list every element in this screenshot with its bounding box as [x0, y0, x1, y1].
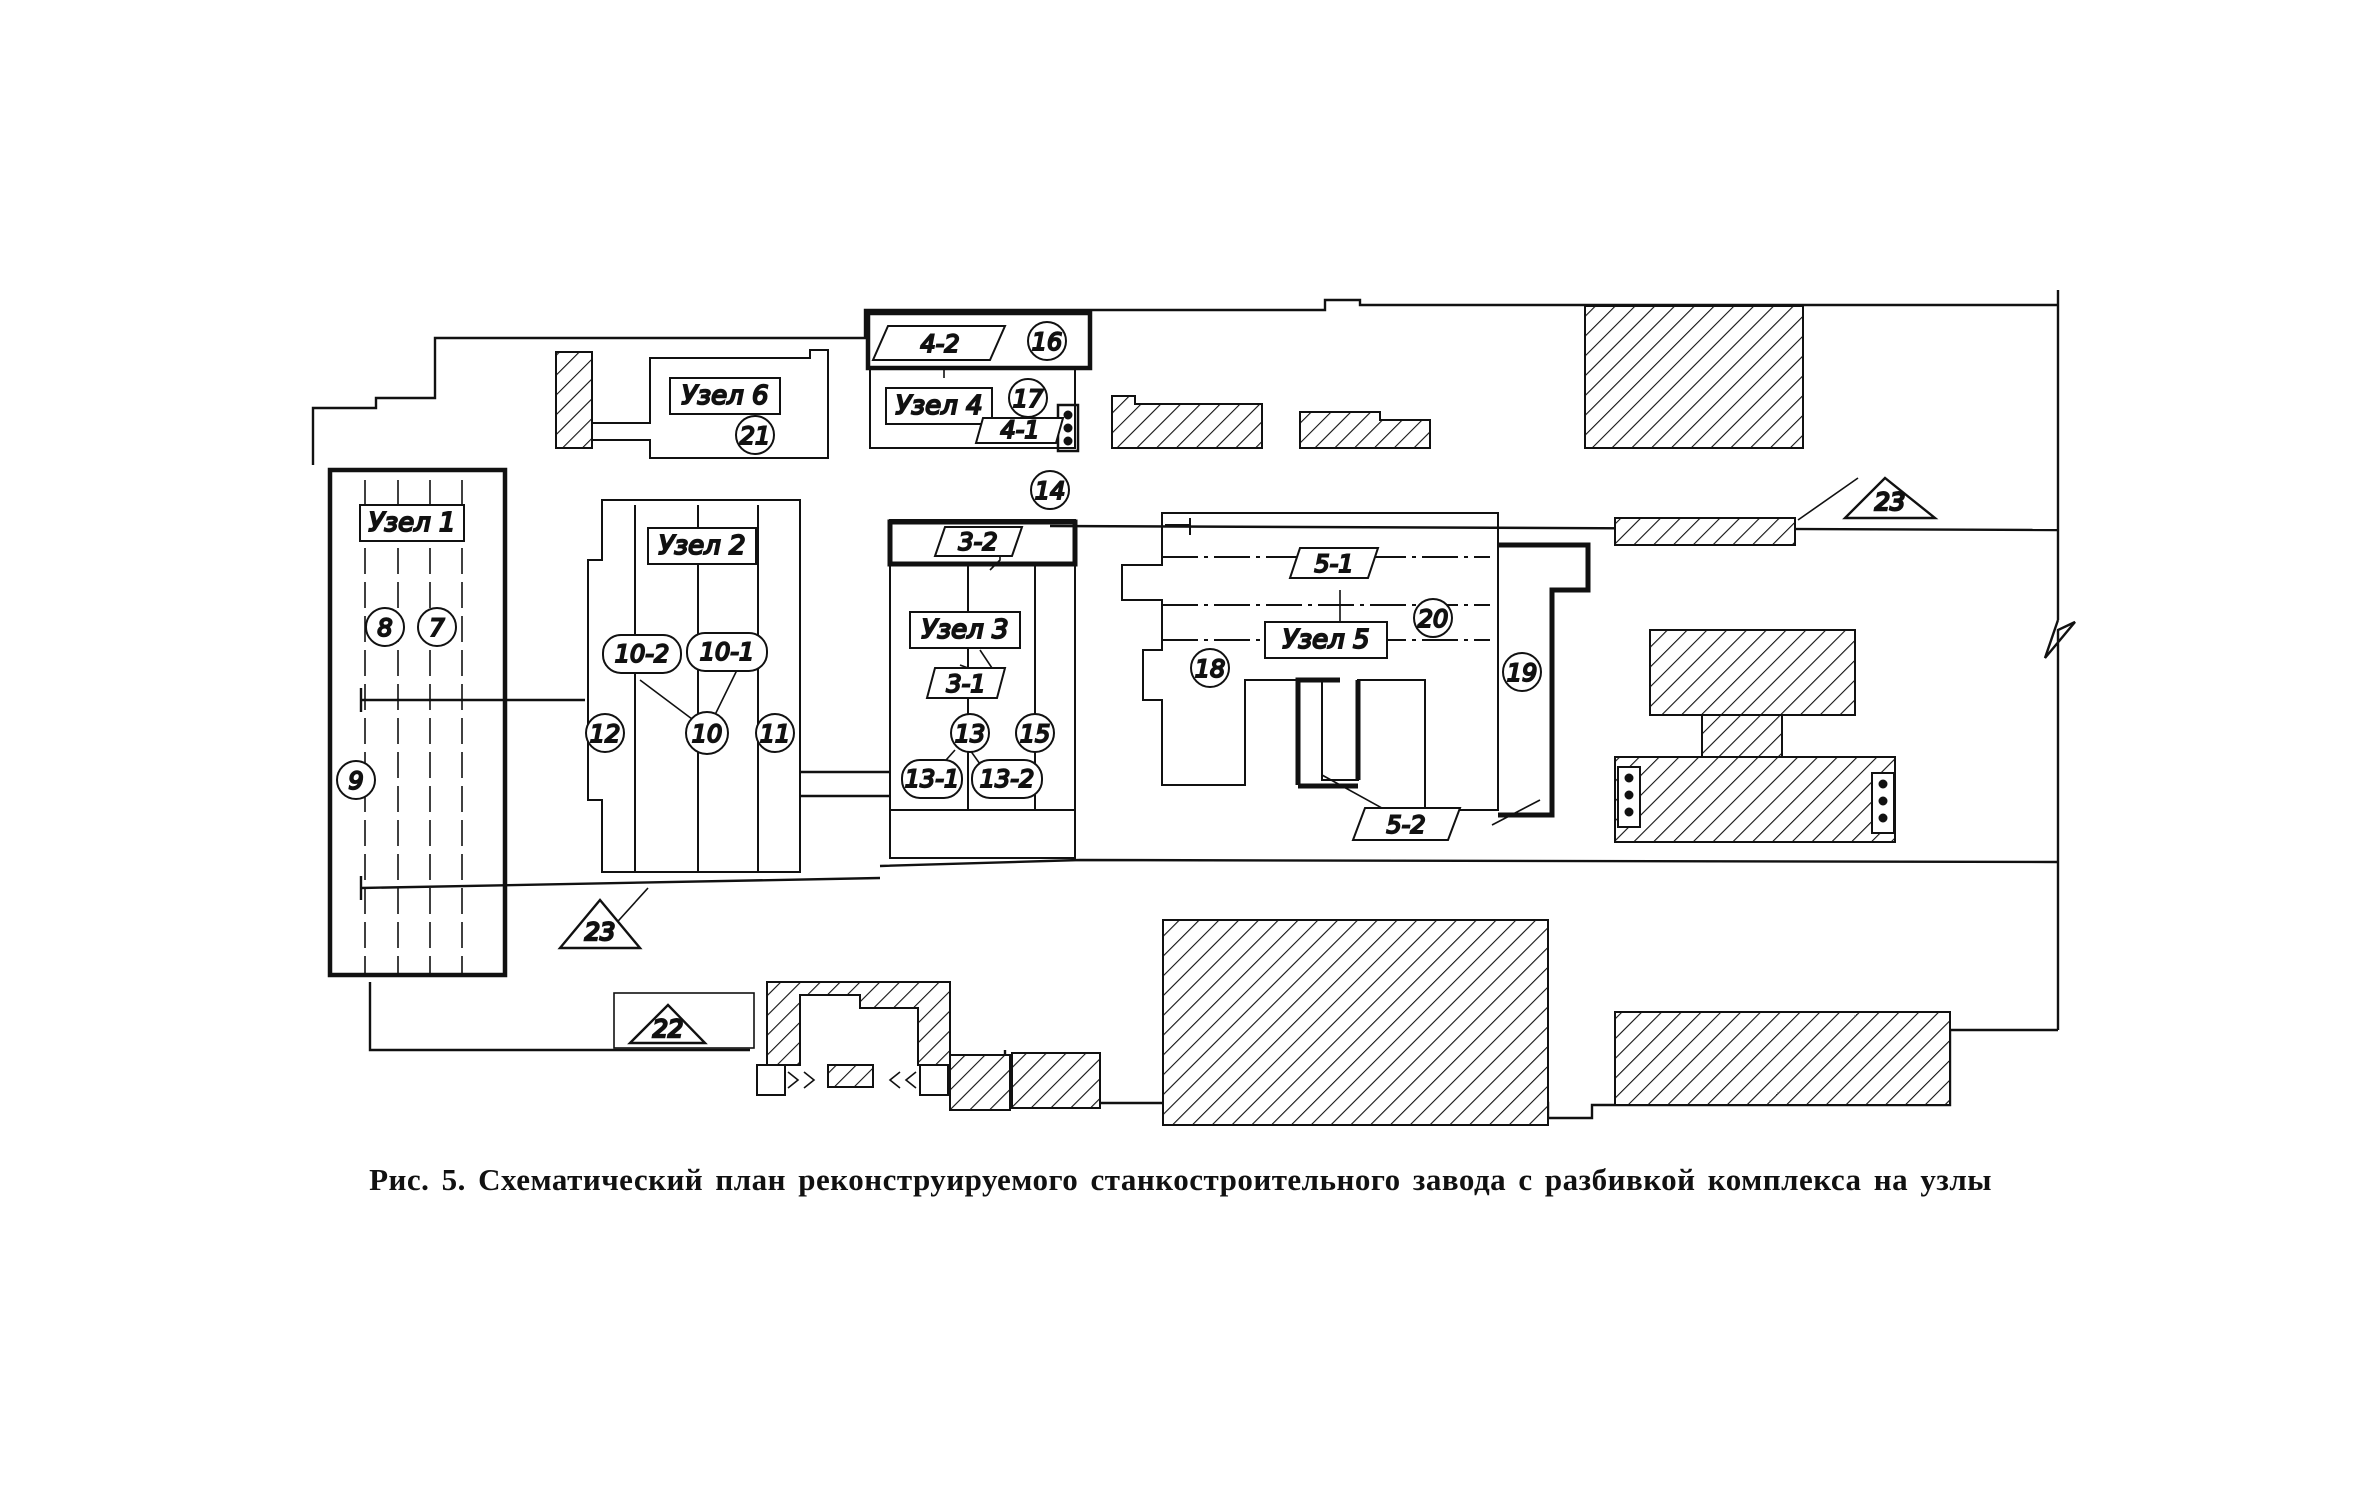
node-5-label: Узел 5 — [1282, 625, 1369, 655]
marker-19: 19 — [1507, 659, 1538, 687]
marker-17: 17 — [1013, 385, 1044, 413]
building-dots — [756, 766, 1895, 1096]
subnode-4-2: 4-2 — [920, 330, 959, 358]
subnode-labels: 3-2 3-1 4-2 4-1 5-1 5-2 — [871, 325, 1462, 841]
road-lower-left — [360, 876, 881, 890]
gate-fragments — [613, 992, 917, 1089]
subnode-5-2: 5-2 — [1386, 811, 1425, 839]
subnode-3-1: 3-1 — [946, 670, 985, 698]
node-1-building — [327, 467, 508, 978]
marker-13: 13 — [955, 720, 986, 748]
outline-layer — [311, 290, 2076, 1120]
node-3-building — [887, 519, 1078, 859]
node-1-label: Узел 1 — [368, 508, 455, 538]
subnode-5-1: 5-1 — [1314, 550, 1353, 578]
marker-18: 18 — [1195, 655, 1226, 683]
circle-markers: 7 8 9 10 11 12 13 14 15 16 17 18 19 20 2… — [336, 321, 1542, 800]
node-6-label: Узел 6 — [681, 381, 768, 411]
subnode-10-1: 10-1 — [700, 638, 754, 666]
marker-21: 21 — [740, 422, 771, 450]
marker-11: 11 — [760, 720, 791, 748]
triangle-markers: 23 23 22 — [557, 476, 1939, 1045]
triangle-23-road: 23 — [585, 918, 616, 946]
node-2-label: Узел 2 — [658, 531, 745, 561]
node-labels: Узел 1 Узел 2 Узел 3 Узел 4 Узел 5 Узел … — [359, 377, 1388, 659]
node-4-label: Узел 4 — [895, 391, 982, 421]
marker-12: 12 — [590, 720, 621, 748]
subnode-10-2: 10-2 — [615, 640, 669, 668]
subnode-13-2: 13-2 — [980, 765, 1034, 793]
road-south — [879, 858, 2059, 868]
triangle-22: 22 — [653, 1015, 684, 1043]
node-3-label: Узел 3 — [921, 615, 1008, 645]
site-boundary — [311, 290, 2076, 1030]
road-north — [1049, 524, 2059, 532]
node-2-building — [587, 499, 801, 873]
marker-8: 8 — [377, 614, 392, 642]
hatched-buildings — [766, 305, 1951, 1126]
marker-20: 20 — [1418, 605, 1449, 633]
subnode-4-1: 4-1 — [1000, 416, 1039, 444]
road-connect — [800, 770, 890, 798]
node-6-building — [555, 349, 829, 459]
marker-14: 14 — [1035, 477, 1066, 505]
marker-9: 9 — [348, 767, 363, 795]
triangle-23-east: 23 — [1875, 488, 1906, 516]
figure-caption: Рис. 5. Схематический план реконструируе… — [369, 1162, 1992, 1197]
subnode-13-1: 13-1 — [905, 765, 959, 793]
marker-15: 15 — [1020, 720, 1051, 748]
subnode-tags: 10-2 10-1 13-1 13-2 — [602, 632, 1043, 799]
marker-10: 10 — [692, 720, 723, 748]
subnode-3-2: 3-2 — [958, 528, 997, 556]
marker-16: 16 — [1032, 328, 1063, 356]
marker-7: 7 — [429, 614, 445, 642]
